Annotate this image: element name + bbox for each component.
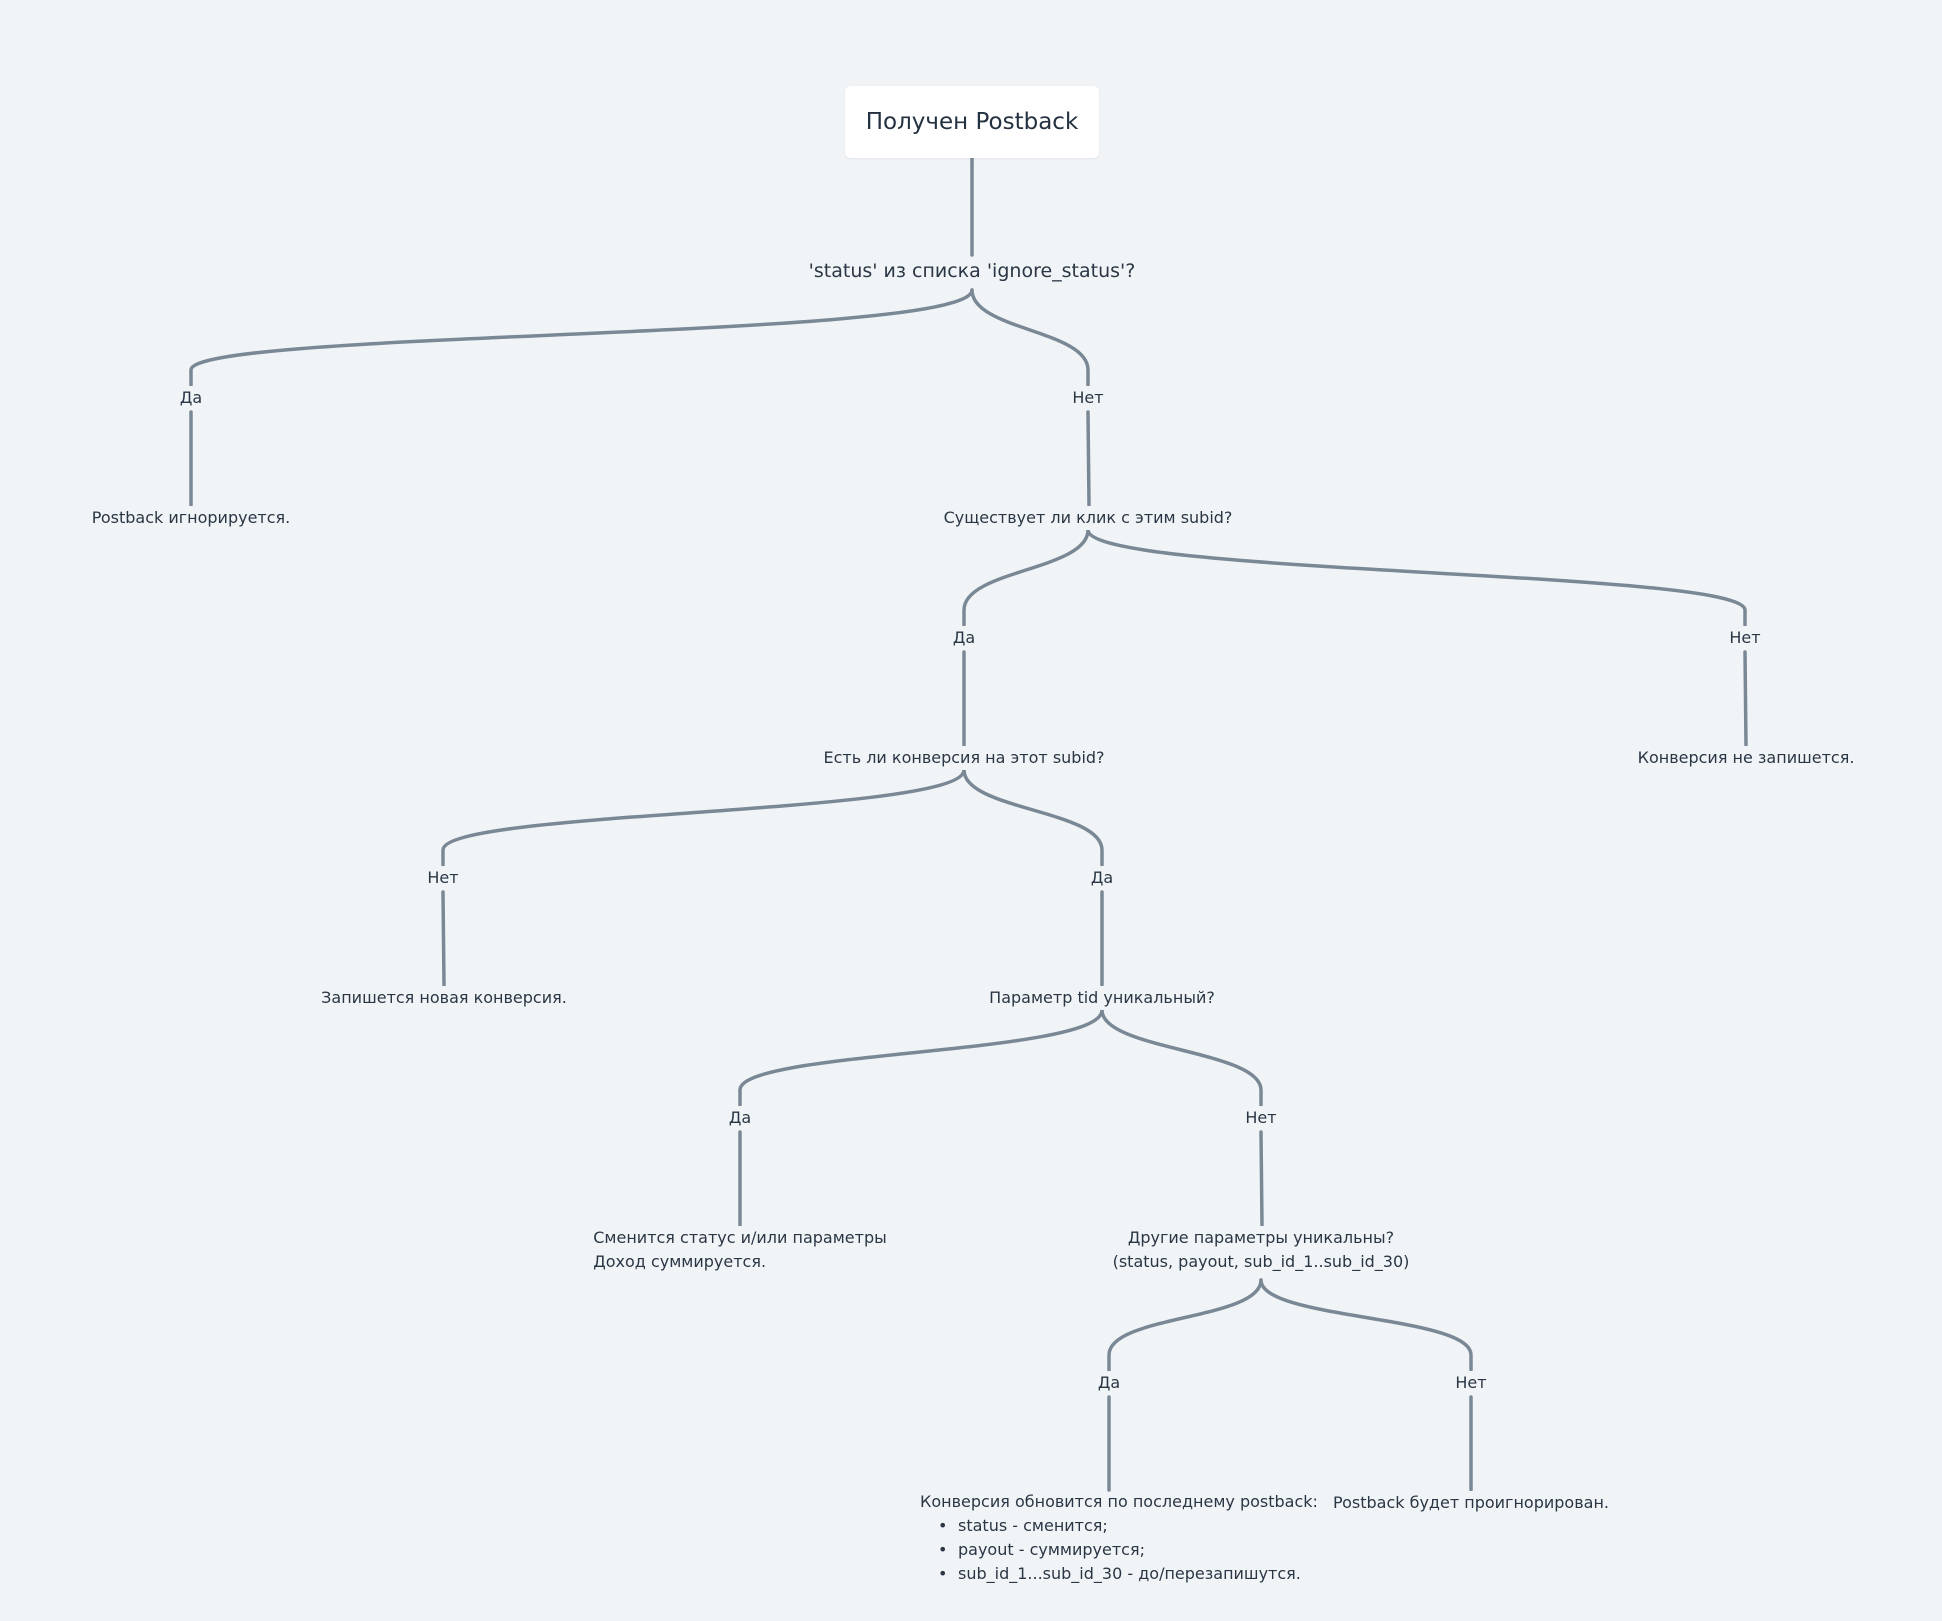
root-node-label: Получен Postback: [865, 109, 1079, 135]
answer-yes-other-unique: Да: [1094, 1371, 1124, 1395]
question-conversion-exists: Есть ли конверсия на этот subid?: [820, 746, 1108, 770]
result-conversion-updated-title: Конверсия обновится по последнему postba…: [920, 1492, 1318, 1511]
edge-q1-to-yes: [189, 288, 974, 387]
edge-no3-to-new: [441, 890, 446, 987]
list-item: sub_id_1...sub_id_30 - до/перезапишутся.: [938, 1562, 1318, 1586]
question-ignore-status: 'status' из списка 'ignore_status'?: [805, 259, 1139, 283]
list-item: status - сменится;: [938, 1514, 1318, 1538]
edge-q3-to-yes: [962, 768, 1104, 867]
question-other-params-unique: Другие параметры уникальны? (status, pay…: [1109, 1226, 1413, 1274]
edge-no2-to-result: [1743, 650, 1748, 747]
root-node: Получен Postback: [845, 86, 1099, 158]
result-postback-ignored: Postback игнорируется.: [88, 506, 294, 530]
result-conversion-updated-list: status - сменится; payout - суммируется;…: [920, 1514, 1318, 1586]
edge-no1-to-q2: [1086, 410, 1091, 507]
answer-yes-ignore-status: Да: [176, 386, 206, 410]
answer-yes-tid-unique: Да: [725, 1106, 755, 1130]
edge-q1-to-no: [970, 288, 1090, 387]
answer-no-conversion-exists: Нет: [424, 866, 462, 890]
answer-no-other-unique: Нет: [1452, 1371, 1490, 1395]
question-other-params-line-1: Другие параметры уникальны?: [1127, 1228, 1395, 1247]
edge-q3-to-no: [441, 768, 966, 867]
result-status-changed-line-2: Доход суммируется.: [593, 1252, 767, 1271]
edge-q5-to-no: [1259, 1278, 1473, 1372]
answer-no-ignore-status: Нет: [1069, 386, 1107, 410]
question-other-params-line-2: (status, payout, sub_id_1..sub_id_30): [1112, 1252, 1410, 1271]
result-postback-will-be-ignored: Postback будет проигнорирован.: [1330, 1491, 1612, 1515]
edge-q2-to-no: [1086, 528, 1747, 627]
answer-yes-conversion-exists: Да: [1087, 866, 1117, 890]
result-status-changed: Сменится статус и/или параметры Доход су…: [590, 1226, 890, 1274]
list-item: payout - суммируется;: [938, 1538, 1318, 1562]
edge-q2-to-yes: [962, 528, 1090, 627]
result-new-conversion: Запишется новая конверсия.: [318, 986, 570, 1010]
edge-q4-to-yes: [738, 1008, 1104, 1107]
edge-no4-to-q5: [1259, 1130, 1264, 1227]
answer-yes-click-exists: Да: [949, 626, 979, 650]
question-tid-unique: Параметр tid уникальный?: [986, 986, 1218, 1010]
answer-no-click-exists: Нет: [1726, 626, 1764, 650]
result-no-conversion: Конверсия не запишется.: [1634, 746, 1858, 770]
question-click-exists: Существует ли клик с этим subid?: [940, 506, 1236, 530]
edge-q5-to-yes: [1107, 1278, 1263, 1372]
result-conversion-updated: Конверсия обновится по последнему postba…: [920, 1490, 1318, 1586]
answer-no-tid-unique: Нет: [1242, 1106, 1280, 1130]
edge-q4-to-no: [1100, 1008, 1263, 1107]
result-status-changed-line-1: Сменится статус и/или параметры: [593, 1228, 887, 1247]
